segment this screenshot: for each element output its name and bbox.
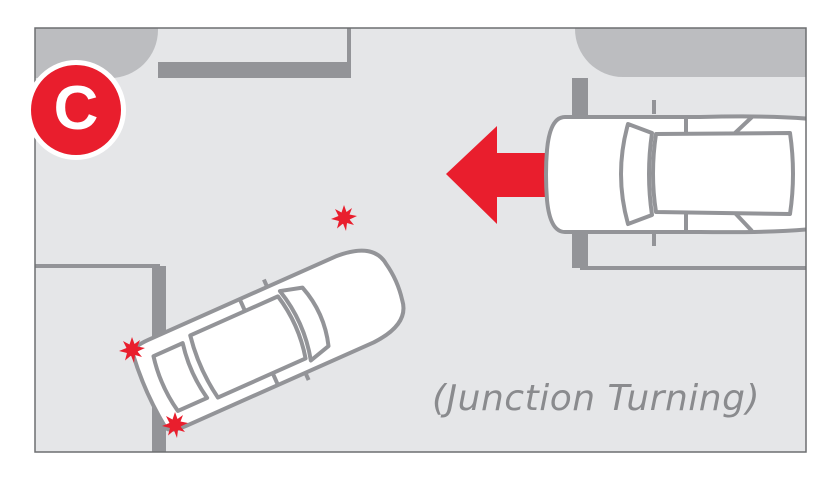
curb-top-post — [347, 28, 351, 68]
curb-right-line — [580, 266, 806, 270]
turning-car — [130, 248, 406, 432]
oncoming-car — [544, 100, 806, 246]
diagram-frame — [34, 27, 807, 453]
curb-top — [158, 62, 351, 78]
corner-block-top-right — [575, 28, 806, 77]
scenario-caption: (Junction Turning) — [432, 378, 761, 419]
left-arrow-icon — [446, 126, 552, 224]
curb-left-line — [35, 264, 160, 268]
scenario-badge: C — [26, 60, 126, 160]
